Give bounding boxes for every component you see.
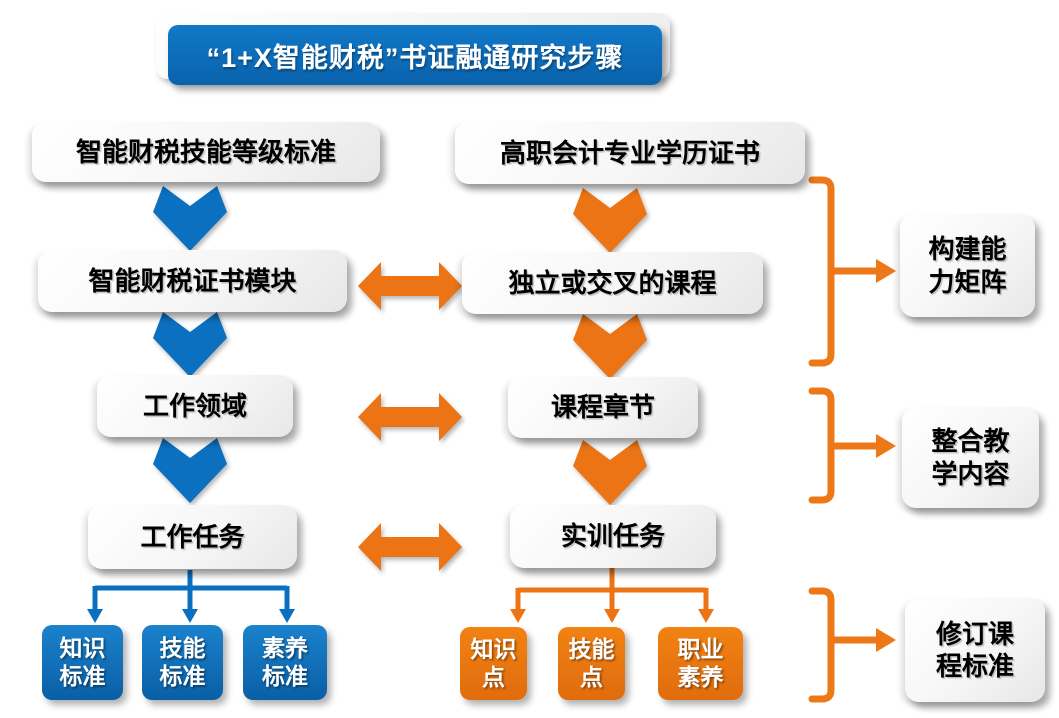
outcome-box-capability-matrix: 构建能 力矩阵 <box>900 214 1035 317</box>
blue-down-arrow-1 <box>153 186 227 251</box>
orange-branch-connector <box>510 568 714 623</box>
double-arrows <box>358 262 462 571</box>
double-arrow-2 <box>358 393 462 441</box>
flow-box-skill-level-standard: 智能财税技能等级标准 <box>32 122 380 182</box>
page-title: “1+X智能财税”书证融通研究步骤 <box>168 25 662 85</box>
flow-box-certificate-module: 智能财税证书模块 <box>38 250 347 312</box>
bracket-capability-matrix <box>808 176 896 367</box>
flow-box-work-domain: 工作领域 <box>97 375 293 437</box>
orange-down-arrows <box>573 188 647 505</box>
outcome-box-integrate-content: 整合教 学内容 <box>902 407 1039 508</box>
blue-branch-connector <box>87 570 295 623</box>
bracket-integrate-content <box>808 387 896 504</box>
double-arrow-1 <box>358 262 462 310</box>
leaf-box-skill-point: 技能 点 <box>558 627 625 700</box>
blue-down-arrows <box>153 186 227 503</box>
blue-down-arrow-2 <box>153 312 227 377</box>
flow-box-work-task: 工作任务 <box>88 505 297 569</box>
flow-box-course-chapters: 课程章节 <box>508 377 698 438</box>
flow-box-independent-courses: 独立或交叉的课程 <box>462 252 763 314</box>
flow-box-diploma-certificate: 高职会计专业学历证书 <box>455 122 805 184</box>
flow-box-training-task: 实训任务 <box>510 505 716 568</box>
leaf-box-knowledge-point: 知识 点 <box>460 627 527 700</box>
leaf-box-professional-quality: 职业 素养 <box>658 627 743 700</box>
orange-down-arrow-2 <box>573 314 647 379</box>
double-arrow-3 <box>358 523 462 571</box>
blue-down-arrow-3 <box>153 438 227 503</box>
leaf-box-knowledge-standard: 知识 标准 <box>42 625 123 700</box>
bracket-revise-standards <box>808 587 896 703</box>
leaf-box-skill-standard: 技能 标准 <box>142 625 223 700</box>
outcome-box-revise-standards: 修订课 程标准 <box>905 598 1045 702</box>
leaf-box-quality-standard: 素养 标准 <box>243 625 327 700</box>
orange-down-arrow-1 <box>573 188 647 253</box>
orange-down-arrow-3 <box>573 440 647 505</box>
